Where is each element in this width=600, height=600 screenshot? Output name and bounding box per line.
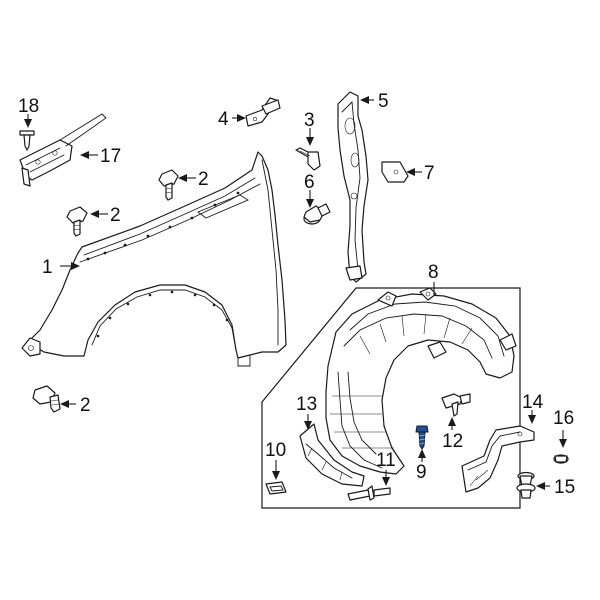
callout-12: 12 [442,431,463,452]
bolt-middle [66,206,88,237]
callout-1: 1 [42,257,53,278]
callout-7: 7 [424,163,435,184]
stud [295,147,321,171]
push-pin [347,485,391,501]
callout-6: 6 [304,172,315,193]
callout-15: 15 [554,477,575,498]
push-clip-small [441,393,471,417]
splash-shield-group-box [261,287,521,509]
callout-18: 18 [18,96,39,117]
callout-4: 4 [218,109,229,130]
fender [21,151,287,367]
callout-13: 13 [296,394,317,415]
callout-5: 5 [378,91,389,112]
callout-labels: 1 2 2 2 3 4 5 6 7 8 9 10 11 12 13 14 15 … [18,91,575,498]
push-clip [19,130,35,151]
leader-lines [24,96,567,490]
screw [415,425,429,450]
callout-17: 17 [100,146,121,167]
callout-9: 9 [416,462,427,483]
callout-14: 14 [522,392,544,413]
callout-11: 11 [376,450,396,471]
callout-8: 8 [428,262,439,283]
callout-2-upper: 2 [198,169,209,190]
fender-seal [337,91,369,283]
liner-bracket [461,425,535,493]
liner-extension [299,423,365,487]
callout-10: 10 [265,440,286,461]
clip-nut-small [553,454,569,464]
fender-bracket [19,113,107,187]
bolt-lower [32,385,61,413]
rivet-fastener [516,471,536,499]
clip-plate [381,161,409,183]
bolt-with-washer [303,203,331,225]
bolt-upper [158,169,179,201]
clip-nut [265,481,287,495]
callout-3: 3 [304,110,315,131]
callout-2-middle: 2 [110,205,121,226]
callout-2-lower: 2 [80,395,91,416]
callout-16: 16 [553,408,574,429]
small-bracket [245,97,281,127]
fender-liner [325,287,517,475]
